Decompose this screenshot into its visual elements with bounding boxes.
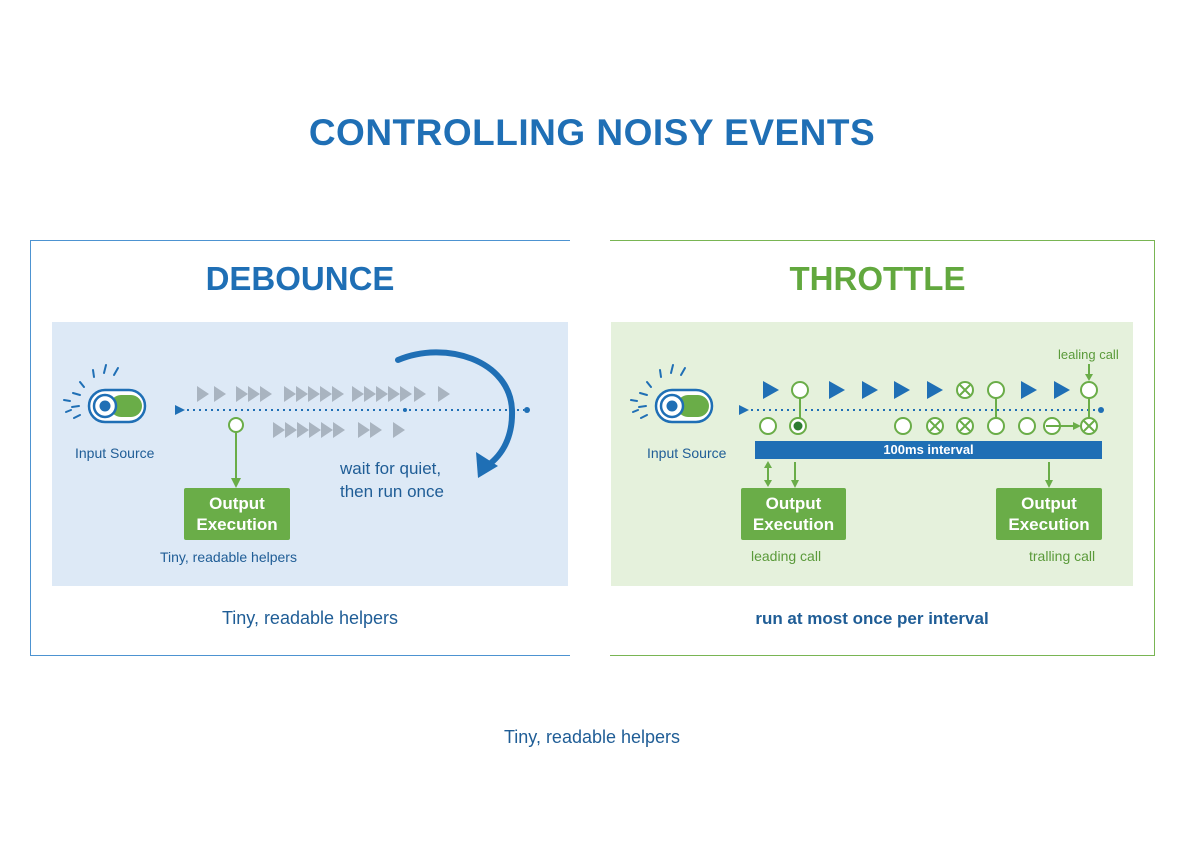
debounce-output-line-1: Output xyxy=(209,494,265,513)
debounce-timeline xyxy=(175,405,530,415)
throttle-leading-dot xyxy=(793,421,803,431)
throttle-trailing-arrowhead xyxy=(1073,422,1081,430)
throttle-trailing-output-box: Output Execution xyxy=(996,488,1102,540)
debounce-input-label: Input Source xyxy=(75,445,155,461)
debounce-noise-icon xyxy=(63,364,119,419)
debounce-toggle-icon xyxy=(87,388,147,424)
footer-text: Tiny, readable helpers xyxy=(503,727,681,747)
throttle-trailing-label: tralling call xyxy=(1029,548,1096,564)
throttle-bottom-circles xyxy=(759,417,1098,435)
throttle-timeline xyxy=(739,405,1104,415)
page-title: CONTROLLING NOISY EVENTS xyxy=(308,112,876,153)
throttle-top-label: lealing call xyxy=(1058,347,1119,362)
throttle-input-label: Input Source xyxy=(647,445,727,461)
debounce-output-line-2: Execution xyxy=(196,515,278,534)
throttle-panel xyxy=(610,240,1155,656)
throttle-leading-output-line-1: Output xyxy=(765,494,822,513)
throttle-noise-icon xyxy=(630,364,686,419)
throttle-output-connectors xyxy=(767,462,1050,482)
throttle-leading-label: leading call xyxy=(751,548,822,564)
debounce-output-box: Output Execution xyxy=(184,488,290,540)
throttle-output-arrowheads xyxy=(764,461,1053,488)
debounce-heading: DEBOUNCE xyxy=(205,260,395,297)
throttle-top-circles xyxy=(791,381,1098,418)
throttle-trailing-output-line-2: Execution xyxy=(1008,515,1090,534)
debounce-panel xyxy=(30,240,570,656)
debounce-events-row-1 xyxy=(197,386,450,402)
throttle-leading-output-line-2: Execution xyxy=(752,515,835,534)
debounce-events-row-2 xyxy=(273,422,405,438)
throttle-leading-output-box: Output Execution xyxy=(741,488,846,540)
throttle-heading: THROTTLE xyxy=(789,260,966,297)
throttle-trailing-output-line-1: Output xyxy=(1021,494,1077,513)
throttle-toggle-icon xyxy=(654,388,714,424)
throttle-caption: run at most once per interval xyxy=(755,609,989,628)
debounce-wait-text: wait for quiet, then run once xyxy=(340,457,444,503)
throttle-events-row xyxy=(763,381,1070,399)
debounce-helper-label: Tiny, readable helpers xyxy=(160,549,297,565)
debounce-wait-line-2: then run once xyxy=(340,482,444,501)
debounce-caption: Tiny, readable helpers xyxy=(221,608,399,628)
throttle-top-arrowhead xyxy=(1085,374,1093,381)
debounce-output-arrowhead xyxy=(231,478,241,488)
debounce-wait-line-1: wait for quiet, xyxy=(340,459,442,478)
interval-bar: 100ms interval xyxy=(755,441,1102,459)
debounce-output-connector xyxy=(228,417,244,482)
wait-curved-arrow-icon xyxy=(395,349,516,478)
